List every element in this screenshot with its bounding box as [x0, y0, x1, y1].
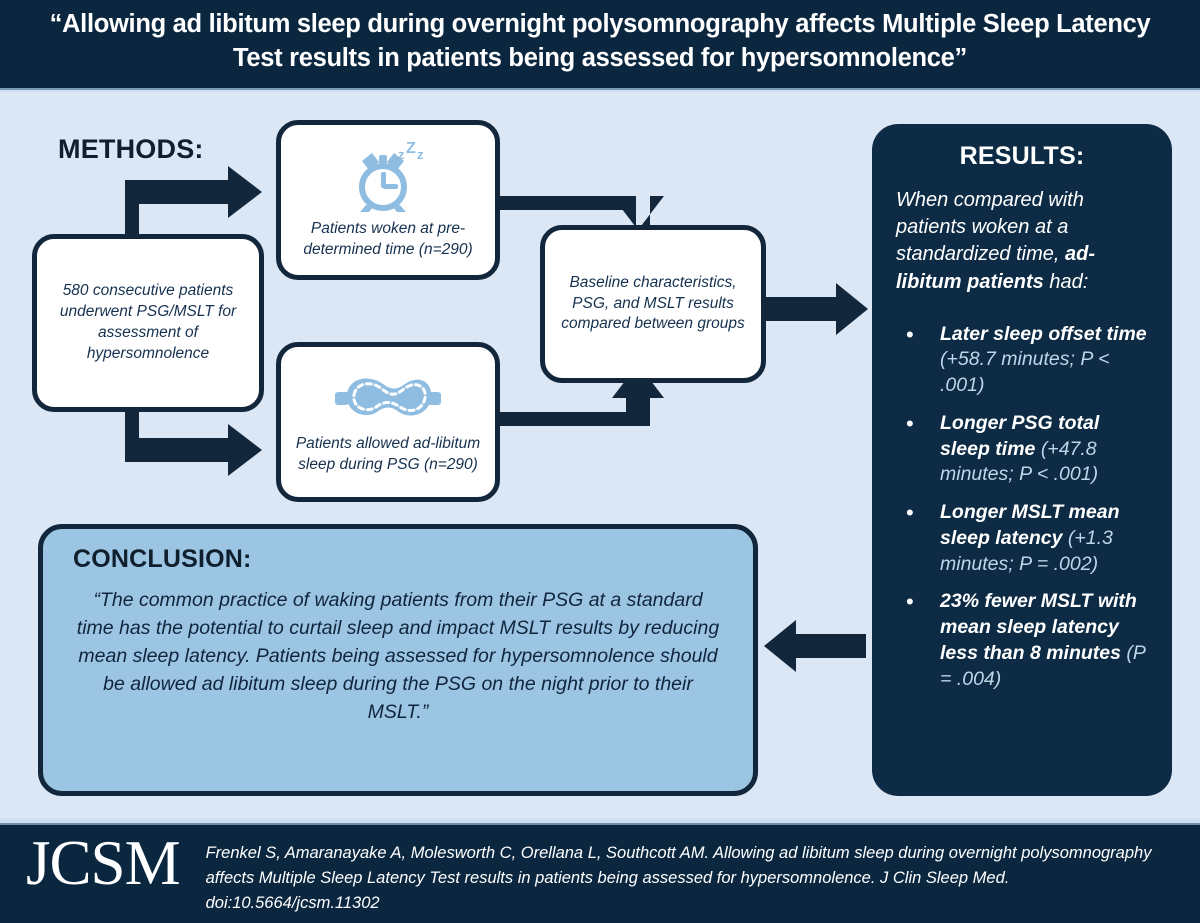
page-title: “Allowing ad libitum sleep during overni…	[49, 10, 1151, 72]
results-list: Later sleep offset time (+58.7 minutes; …	[892, 320, 1152, 693]
methods-section-label: METHODS:	[58, 134, 204, 164]
arrow-cohort-to-woken	[125, 166, 262, 262]
flow-box-compare-text: Baseline characteristics, PSG, and MSLT …	[561, 273, 745, 333]
footer-divider	[0, 818, 1200, 825]
conclusion-panel: CONCLUSION: “The common practice of waki…	[38, 524, 758, 796]
results-item-label: Longer PSG total sleep time	[940, 411, 1100, 460]
sleep-mask-icon	[333, 368, 443, 428]
results-panel: RESULTS: When compared with patients wok…	[872, 124, 1172, 796]
flow-box-adlib: Patients allowed ad-libitum sleep during…	[276, 342, 500, 502]
svg-text:z: z	[417, 147, 424, 162]
header-bar: “Allowing ad libitum sleep during overni…	[0, 0, 1200, 88]
results-lead-bold: ad-libitum patients	[896, 243, 1095, 293]
results-title: RESULTS:	[959, 142, 1085, 170]
svg-text:z: z	[398, 147, 405, 162]
flow-box-compare: Baseline characteristics, PSG, and MSLT …	[540, 225, 766, 383]
flow-box-cohort-text: 580 consecutive patients underwent PSG/M…	[59, 282, 237, 362]
results-item: 23% fewer MSLT with mean sleep latency l…	[898, 587, 1152, 692]
jcsm-logo: JCSM	[26, 828, 181, 898]
header-divider	[0, 88, 1200, 94]
svg-text:Z: Z	[406, 140, 416, 157]
alarm-clock-zzz-icon: z Z z	[342, 139, 434, 213]
results-lead: When compared with patients woken at a s…	[896, 187, 1152, 296]
conclusion-title: CONCLUSION:	[73, 545, 252, 573]
arrow-woken-to-compare	[500, 196, 664, 242]
results-item-stat: (+1.3 minutes; P = .002)	[940, 526, 1113, 575]
results-lead-prefix: When compared with patients woken at a s…	[896, 189, 1084, 266]
results-item-label: Longer MSLT mean sleep latency	[940, 501, 1120, 549]
results-lead-suffix: had:	[1043, 270, 1089, 293]
results-item-stat: (+47.8 minutes; P < .001)	[940, 437, 1099, 486]
arrow-adlib-to-compare	[500, 364, 664, 426]
citation-text: Frenkel S, Amaranayake A, Molesworth C, …	[205, 844, 1152, 913]
flow-box-woken: z Z z Patients woken at pre-determined	[276, 120, 500, 280]
arrow-results-to-conclusion	[764, 620, 866, 672]
diagram-canvas: METHODS: 580 consecutive patients underw…	[0, 92, 1200, 818]
results-item: Longer MSLT mean sleep latency (+1.3 min…	[898, 498, 1152, 577]
results-item-label: Later sleep offset time	[940, 322, 1147, 345]
results-item: Longer PSG total sleep time (+47.8 minut…	[898, 409, 1152, 488]
conclusion-text: “The common practice of waking patients …	[76, 589, 720, 724]
flow-box-adlib-text: Patients allowed ad-libitum sleep during…	[295, 435, 481, 473]
footer-bar: JCSM Frenkel S, Amaranayake A, Moleswort…	[0, 825, 1200, 923]
results-item: Later sleep offset time (+58.7 minutes; …	[898, 320, 1152, 399]
flow-box-cohort: 580 consecutive patients underwent PSG/M…	[32, 234, 264, 412]
flow-arrows	[125, 166, 868, 672]
arrow-compare-to-results	[766, 283, 868, 335]
results-item-label: 23% fewer MSLT with mean sleep latency l…	[940, 590, 1137, 664]
results-item-stat: (P = .004)	[940, 641, 1146, 690]
arrow-cohort-to-adlib	[125, 392, 262, 476]
flow-box-woken-text: Patients woken at pre-determined time (n…	[303, 220, 473, 258]
results-item-stat: (+58.7 minutes; P < .001)	[940, 348, 1110, 397]
